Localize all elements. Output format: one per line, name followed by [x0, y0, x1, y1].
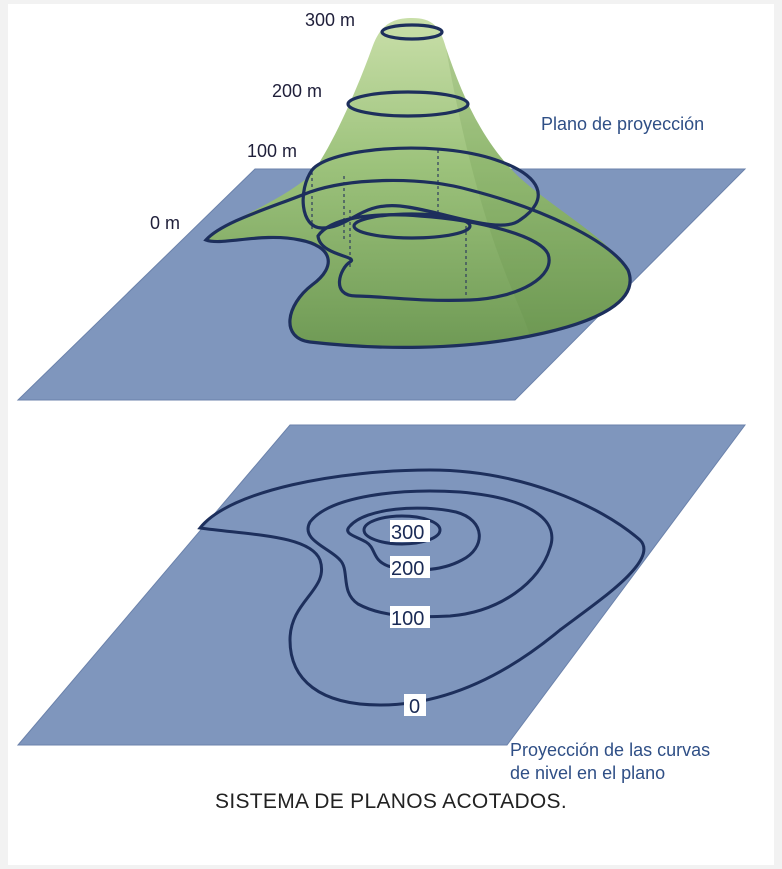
- contour-200m: [346, 90, 470, 118]
- label-bg-100: [390, 606, 430, 628]
- projected-contour-300: [362, 514, 442, 546]
- figure-caption: SISTEMA DE PLANOS ACOTADOS.: [215, 790, 567, 813]
- contour-label-0: 0: [409, 696, 420, 718]
- projected-contour-200: [346, 506, 481, 572]
- contour-300m: [380, 23, 444, 41]
- label-bg-200: [390, 556, 430, 578]
- bottom-diagram: 300 200 100 0 Proyección de las curvas d…: [16, 424, 746, 783]
- contour-label-100: 100: [391, 608, 424, 630]
- contour-label-200: 200: [391, 558, 424, 580]
- projected-contour-0: [197, 468, 646, 707]
- top-diagram: 300 m 200 m 100 m 0 m Plano de proyecció…: [16, 10, 747, 401]
- plane-label: Plano de proyección: [541, 114, 704, 134]
- contour-0m: [203, 178, 632, 349]
- contour-100m: [301, 146, 540, 230]
- hill-shade: [446, 48, 631, 336]
- label-bg-300: [390, 520, 430, 542]
- contour-inner-projected: [352, 212, 472, 240]
- contour-label-300: 300: [391, 522, 424, 544]
- label-200m: 200 m: [272, 81, 322, 101]
- projection-label-line1: Proyección de las curvas: [510, 740, 710, 760]
- projection-label-line2: de nivel en el plano: [510, 763, 665, 783]
- label-300m: 300 m: [305, 10, 355, 30]
- contour-100m-projected: [316, 213, 551, 302]
- label-0m: 0 m: [150, 213, 180, 233]
- label-100m: 100 m: [247, 141, 297, 161]
- label-bg-0: [404, 694, 426, 716]
- projection-plane-bottom: [16, 424, 746, 746]
- projected-contour-100: [306, 489, 554, 619]
